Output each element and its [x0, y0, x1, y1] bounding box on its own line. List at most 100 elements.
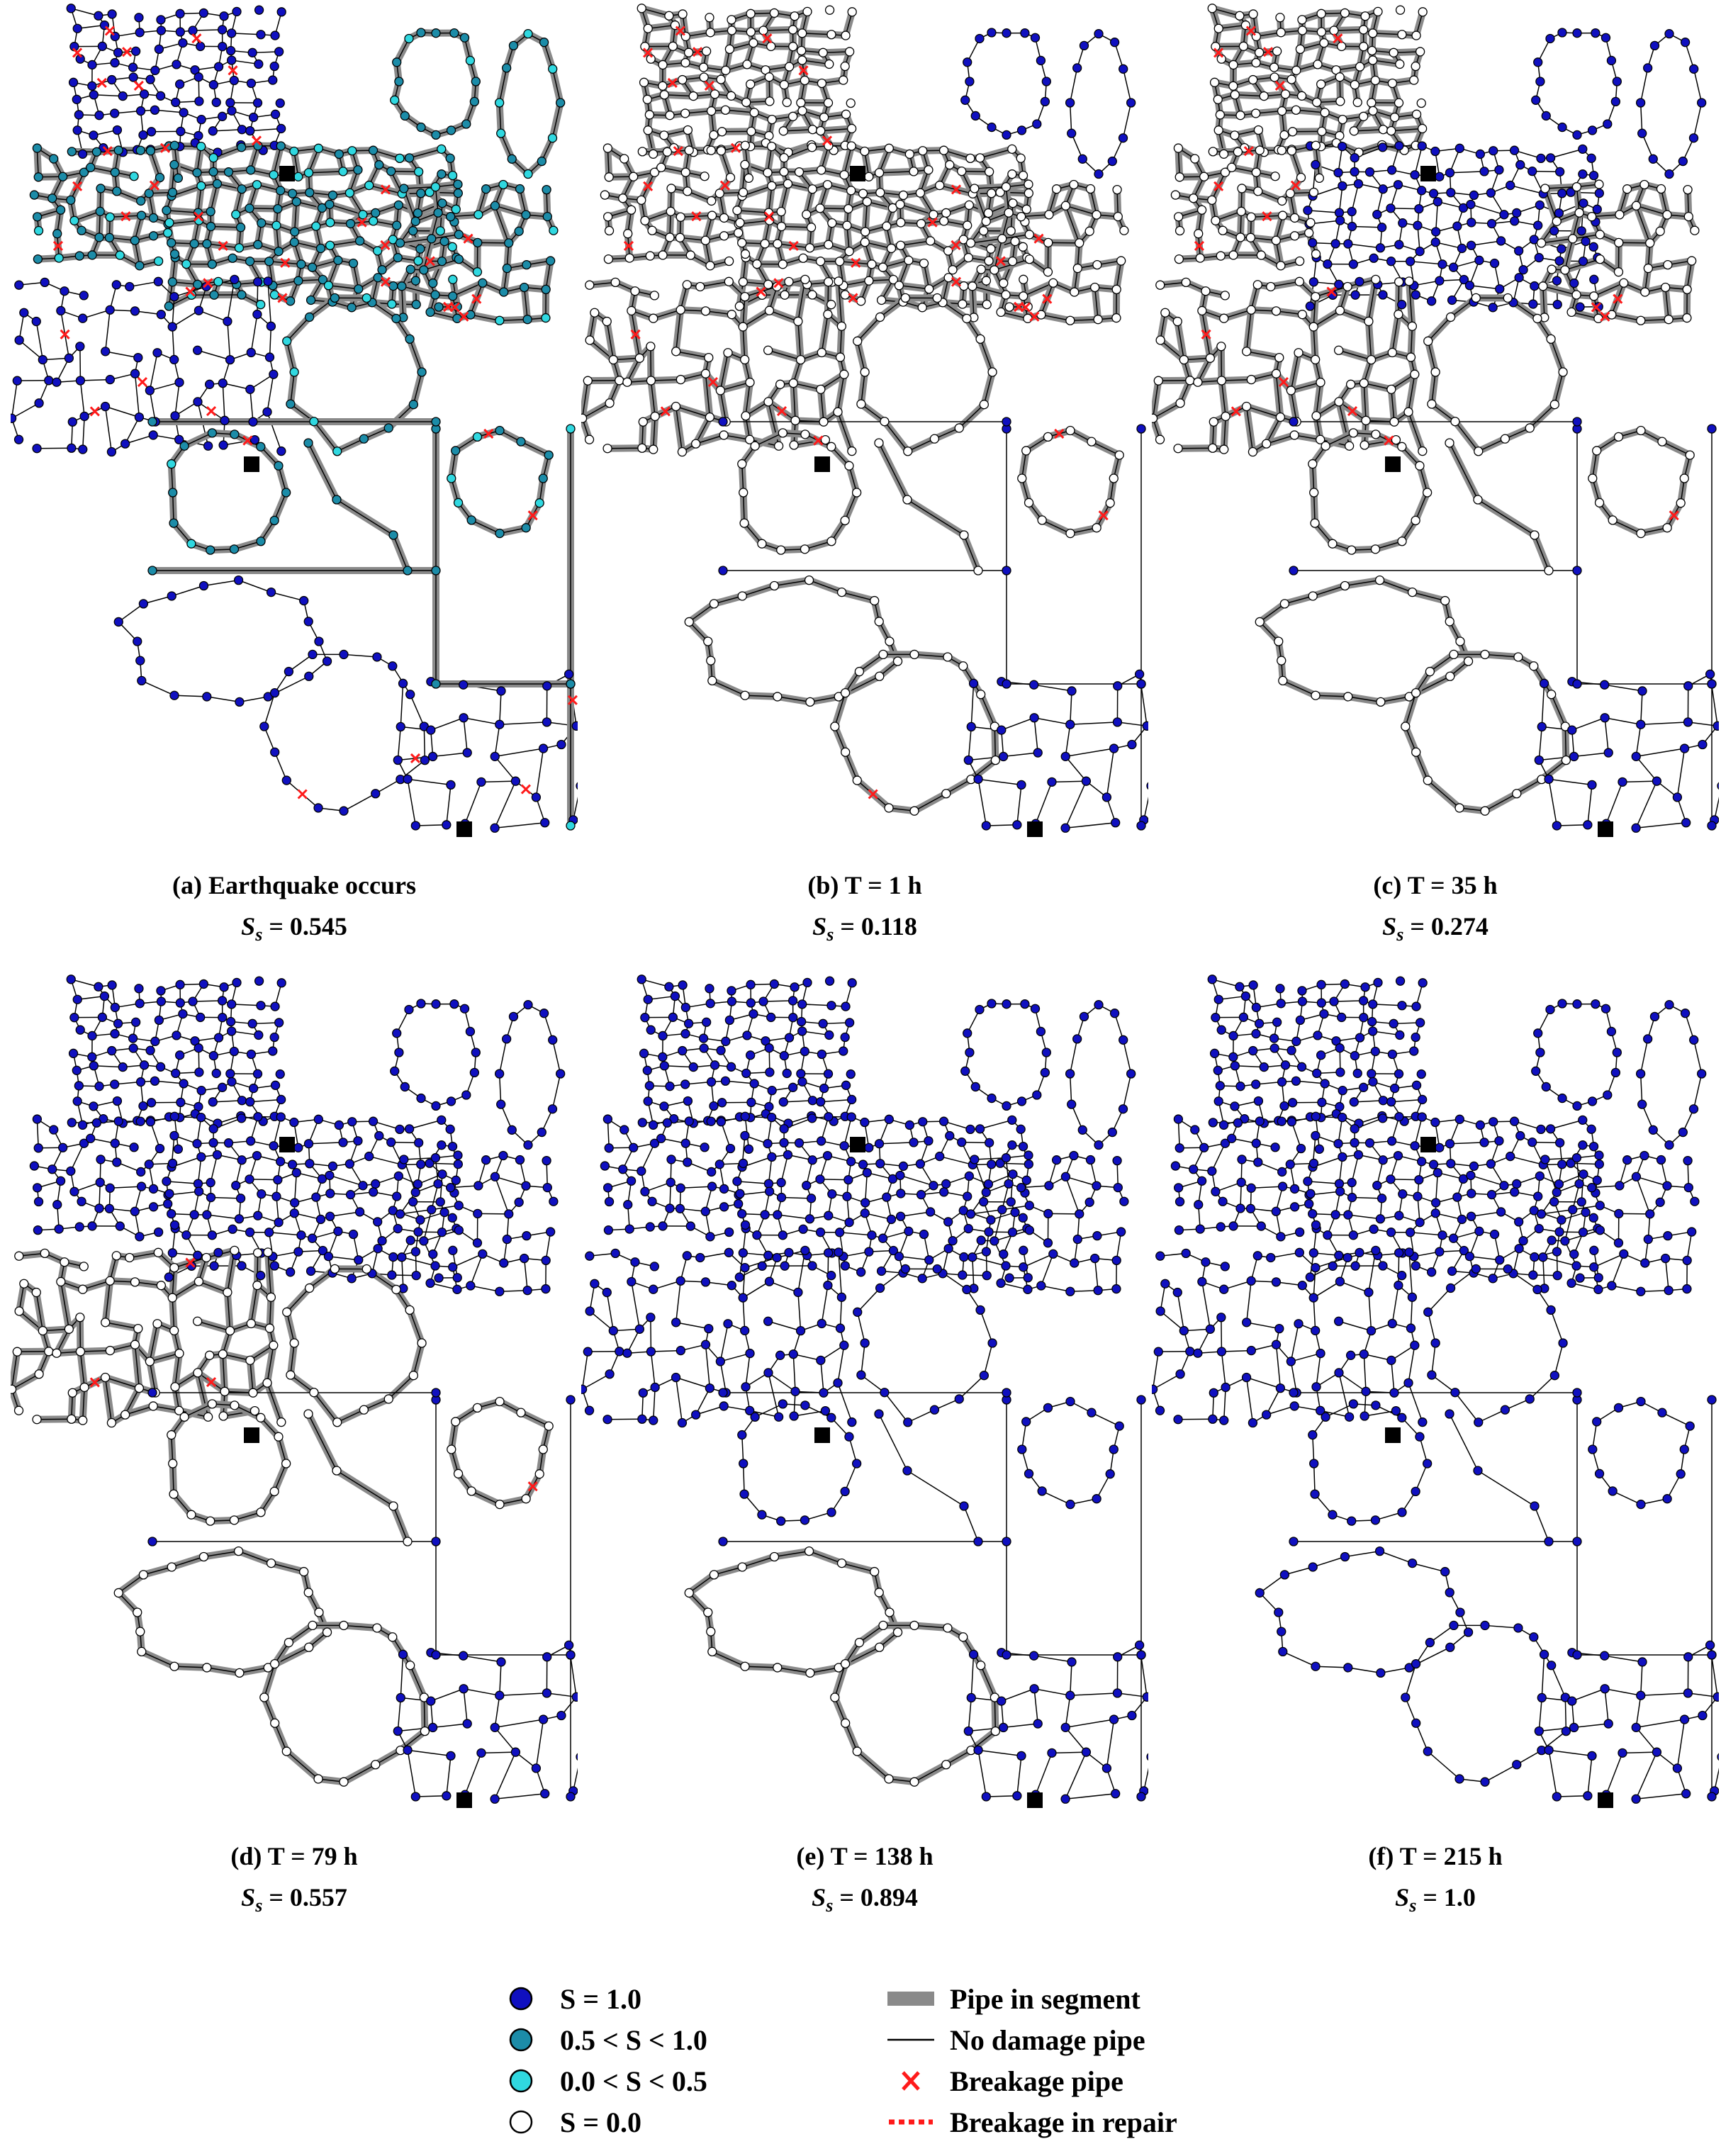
junction-node — [219, 11, 229, 21]
junction-node — [823, 98, 834, 108]
junction-node — [738, 277, 749, 287]
junction-node — [1334, 208, 1345, 218]
pipe — [203, 579, 239, 587]
pipe — [11, 381, 18, 419]
junction-node — [1394, 141, 1404, 151]
junction-node — [368, 145, 379, 155]
junction-node — [710, 89, 720, 99]
junction-node — [269, 369, 279, 379]
junction-node — [885, 636, 895, 646]
junction-node — [413, 208, 423, 218]
junction-node — [105, 305, 115, 315]
junction-node — [276, 7, 286, 17]
breakage-marker — [630, 329, 641, 339]
junction-node — [173, 173, 184, 183]
pipe — [227, 321, 231, 360]
junction-node — [31, 316, 41, 327]
junction-node — [145, 74, 155, 84]
junction-node — [268, 75, 278, 85]
junction-node — [701, 46, 712, 56]
junction-node — [1311, 159, 1321, 170]
pipe — [1635, 756, 1657, 782]
junction-node — [764, 305, 775, 315]
pipe — [1470, 203, 1505, 215]
junction-node — [1335, 215, 1345, 225]
junction-node — [33, 225, 44, 236]
junction-node — [231, 209, 241, 220]
pipe — [494, 206, 510, 244]
junction-node — [134, 13, 144, 23]
pipe — [1016, 785, 1022, 825]
pipe — [837, 374, 845, 412]
junction-node — [1269, 62, 1279, 72]
junction-node — [740, 249, 751, 259]
junction-node — [206, 206, 215, 217]
junction-node — [1386, 125, 1396, 136]
junction-node — [815, 257, 826, 266]
pipe — [581, 381, 589, 419]
junction-node — [155, 91, 166, 101]
junction-node — [259, 722, 269, 731]
pipe — [968, 726, 972, 760]
junction-node — [327, 190, 338, 201]
junction-node — [958, 299, 968, 309]
pipe — [1510, 184, 1544, 195]
pipe — [675, 310, 681, 352]
junction-node — [245, 125, 255, 136]
junction-node — [1347, 221, 1357, 232]
junction-node — [94, 11, 103, 21]
breakage-marker — [137, 376, 147, 388]
breakage-marker — [104, 26, 115, 36]
junction-node — [1347, 206, 1357, 217]
junction-node — [976, 264, 986, 274]
junction-node — [546, 256, 556, 266]
junction-node — [1430, 146, 1440, 157]
pipe — [222, 383, 225, 421]
junction-node — [79, 167, 89, 177]
pipe — [172, 310, 199, 327]
junction-node — [167, 237, 176, 248]
junction-node — [917, 303, 927, 313]
pipe — [1352, 225, 1382, 228]
junction-node — [642, 94, 652, 104]
pipe — [329, 203, 364, 215]
pipe — [273, 145, 281, 175]
junction-node — [1512, 208, 1522, 218]
junction-node — [192, 345, 203, 355]
junction-node — [113, 145, 123, 155]
junction-node — [163, 228, 173, 238]
junction-node — [373, 246, 383, 256]
junction-node — [824, 59, 834, 69]
pipe — [1221, 380, 1226, 417]
junction-node — [75, 376, 86, 386]
junction-node — [783, 179, 793, 189]
pipe — [1290, 352, 1299, 391]
junction-node — [247, 47, 257, 57]
junction-node — [87, 81, 97, 91]
junction-node — [566, 679, 576, 689]
junction-node — [313, 143, 323, 153]
junction-node — [1030, 33, 1041, 43]
junction-node — [665, 111, 675, 120]
junction-node — [984, 256, 994, 266]
junction-node — [1029, 713, 1039, 723]
pipe — [1542, 286, 1545, 318]
pipe — [972, 286, 1007, 296]
pipe — [470, 314, 500, 321]
junction-node — [1134, 669, 1145, 679]
pipe — [650, 380, 656, 417]
pipe — [328, 284, 359, 290]
junction-node — [516, 437, 526, 447]
pipe — [308, 171, 344, 174]
junction-node — [895, 240, 906, 250]
junction-node — [179, 441, 189, 451]
pipe — [719, 390, 727, 422]
junction-node — [145, 386, 155, 395]
pipe — [446, 785, 452, 825]
pipe — [1431, 371, 1436, 405]
junction-node — [1389, 47, 1398, 57]
junction-node — [840, 687, 851, 698]
junction-node — [740, 291, 750, 302]
reservoir-icon — [1027, 821, 1043, 837]
junction-node — [1437, 259, 1447, 269]
